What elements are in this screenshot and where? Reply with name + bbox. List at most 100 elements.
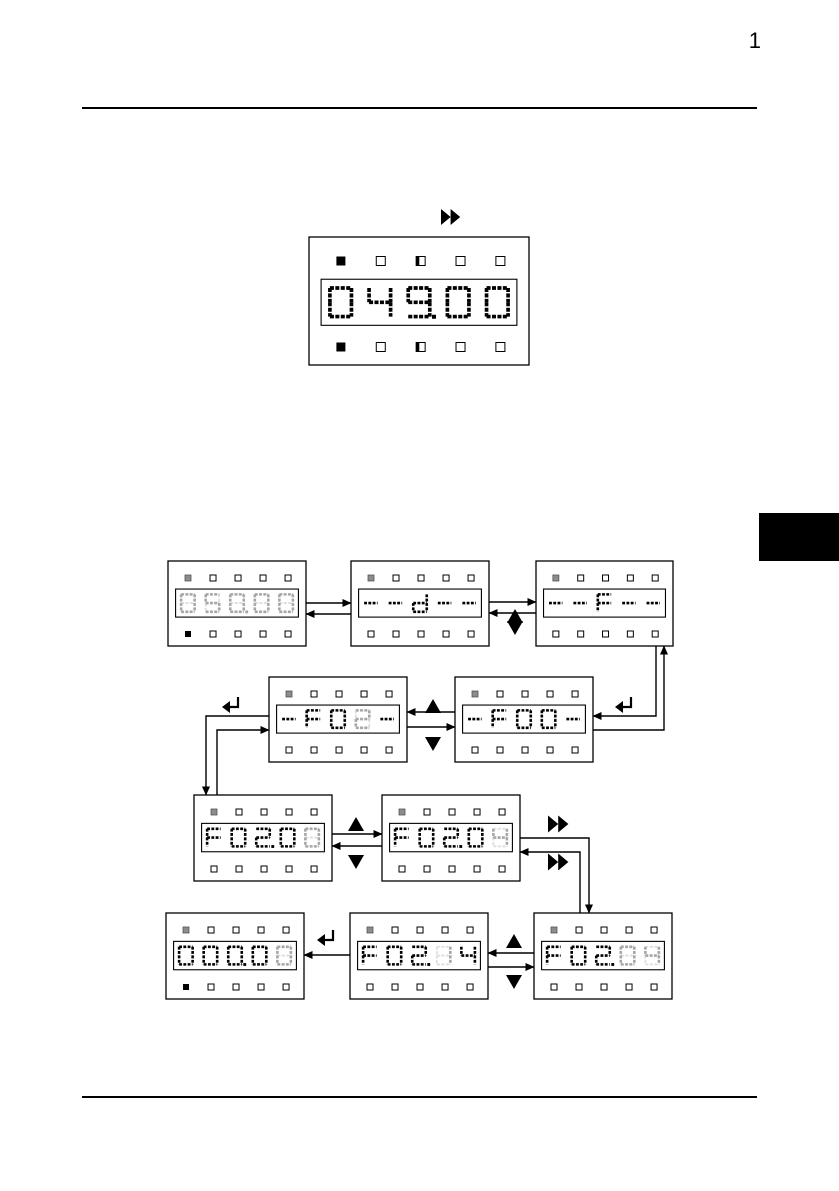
enter-key-icon bbox=[317, 930, 333, 946]
indicator-led bbox=[553, 575, 559, 581]
status-led bbox=[183, 984, 189, 990]
down-key-icon bbox=[425, 737, 441, 751]
up-key-icon bbox=[348, 817, 364, 831]
status-led bbox=[456, 343, 465, 352]
indicator-led bbox=[399, 809, 405, 815]
status-led bbox=[553, 631, 559, 637]
status-led bbox=[443, 631, 449, 637]
status-led bbox=[626, 984, 632, 990]
indicator-led bbox=[443, 575, 449, 581]
indicator-led bbox=[283, 927, 289, 933]
status-led bbox=[416, 343, 425, 352]
indicator-led bbox=[211, 809, 217, 815]
indicator-led bbox=[183, 927, 189, 933]
indicator-led bbox=[233, 927, 239, 933]
indicator-led bbox=[652, 575, 658, 581]
up-key-icon bbox=[507, 609, 523, 623]
indicator-led bbox=[601, 927, 607, 933]
indicator-led bbox=[368, 575, 374, 581]
enter-key-icon bbox=[615, 697, 631, 713]
indicator-led bbox=[286, 809, 292, 815]
status-led bbox=[361, 747, 367, 753]
flow-arrow bbox=[206, 716, 269, 795]
status-led bbox=[210, 631, 216, 637]
indicator-led bbox=[185, 575, 191, 581]
flow-arrow bbox=[593, 646, 664, 730]
status-led bbox=[285, 631, 291, 637]
indicator-led bbox=[499, 809, 505, 815]
indicator-led bbox=[285, 575, 291, 581]
status-led bbox=[211, 866, 217, 872]
status-led bbox=[467, 984, 473, 990]
indicator-led bbox=[449, 809, 455, 815]
up-key-icon bbox=[425, 699, 441, 713]
status-led bbox=[417, 984, 423, 990]
indicator-led bbox=[418, 575, 424, 581]
status-led bbox=[547, 747, 553, 753]
down-key-icon bbox=[506, 975, 522, 989]
status-led bbox=[601, 984, 607, 990]
status-led bbox=[233, 984, 239, 990]
status-led bbox=[496, 343, 505, 352]
up-key-icon bbox=[506, 934, 522, 948]
flow-arrow bbox=[593, 646, 656, 716]
status-led bbox=[576, 984, 582, 990]
shift-key-icon bbox=[548, 854, 568, 871]
indicator-led bbox=[627, 575, 633, 581]
flow-arrow bbox=[217, 730, 269, 795]
status-led bbox=[261, 866, 267, 872]
keypad-display-p6 bbox=[194, 795, 332, 881]
status-led bbox=[468, 631, 474, 637]
status-led bbox=[392, 984, 398, 990]
keypad-display-p10 bbox=[534, 913, 672, 999]
indicator-led bbox=[235, 575, 241, 581]
keypad-display-p4 bbox=[269, 677, 407, 762]
indicator-led bbox=[311, 809, 317, 815]
indicator-led bbox=[261, 809, 267, 815]
indicator-led bbox=[386, 691, 392, 697]
indicator-led bbox=[424, 809, 430, 815]
down-key-icon bbox=[348, 855, 364, 869]
status-led bbox=[208, 984, 214, 990]
indicator-led bbox=[367, 927, 373, 933]
down-key-icon bbox=[507, 621, 523, 635]
status-led bbox=[424, 866, 430, 872]
indicator-led bbox=[651, 927, 657, 933]
keypad-display-p9 bbox=[350, 913, 488, 999]
keypad-display-p8 bbox=[166, 913, 304, 999]
indicator-led bbox=[496, 257, 505, 266]
status-led bbox=[497, 747, 503, 753]
indicator-led bbox=[467, 927, 473, 933]
status-led bbox=[286, 866, 292, 872]
indicator-led bbox=[208, 927, 214, 933]
status-led bbox=[336, 747, 342, 753]
indicator-led bbox=[361, 691, 367, 697]
shift-key-icon bbox=[548, 816, 568, 833]
indicator-led bbox=[547, 691, 553, 697]
status-led bbox=[442, 984, 448, 990]
indicator-led bbox=[416, 257, 425, 266]
indicator-led bbox=[497, 691, 503, 697]
indicator-led bbox=[392, 927, 398, 933]
status-led bbox=[472, 747, 478, 753]
indicator-led bbox=[456, 257, 465, 266]
keypad-display-p1 bbox=[168, 561, 306, 646]
indicator-led bbox=[236, 809, 242, 815]
status-led bbox=[449, 866, 455, 872]
indicator-led bbox=[472, 691, 478, 697]
status-led bbox=[578, 631, 584, 637]
indicator-led bbox=[210, 575, 216, 581]
status-led bbox=[336, 343, 345, 352]
status-led bbox=[286, 747, 292, 753]
status-led bbox=[368, 631, 374, 637]
status-led bbox=[236, 866, 242, 872]
status-led bbox=[311, 866, 317, 872]
indicator-led bbox=[442, 927, 448, 933]
keypad-display-large bbox=[309, 237, 529, 365]
status-led bbox=[367, 984, 373, 990]
status-led bbox=[386, 747, 392, 753]
status-led bbox=[393, 631, 399, 637]
indicator-led bbox=[468, 575, 474, 581]
indicator-led bbox=[551, 927, 557, 933]
enter-key-icon bbox=[222, 697, 238, 713]
